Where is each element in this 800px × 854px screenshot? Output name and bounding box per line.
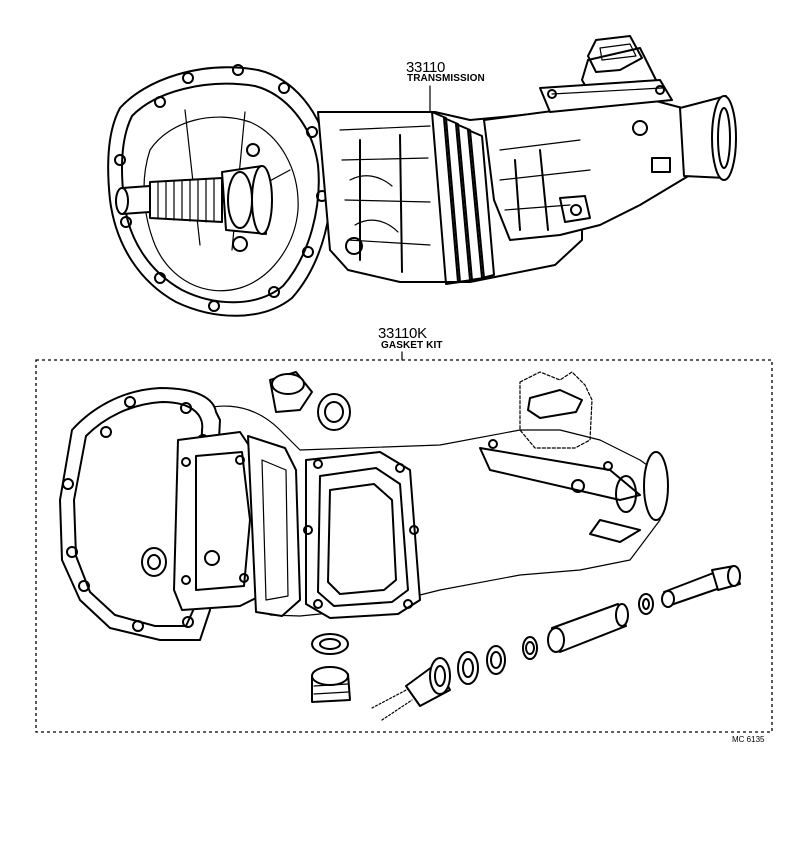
transmission-part-number: 33110	[406, 59, 446, 76]
gasket-kit-name-label: GASKET KIT	[381, 340, 443, 351]
diagram-code: MC 6135	[732, 735, 765, 744]
transmission-assembly-illustration	[107, 35, 737, 317]
input-shaft	[115, 165, 273, 235]
gasket-kit-dashed-border	[35, 359, 773, 733]
gasket-kit-part-number: 33110K	[378, 325, 427, 342]
transmission-name-label: TRANSMISSION	[407, 73, 485, 84]
gasket-kit-parts-illustration	[59, 371, 741, 721]
flange-bolt-holes	[114, 64, 328, 312]
